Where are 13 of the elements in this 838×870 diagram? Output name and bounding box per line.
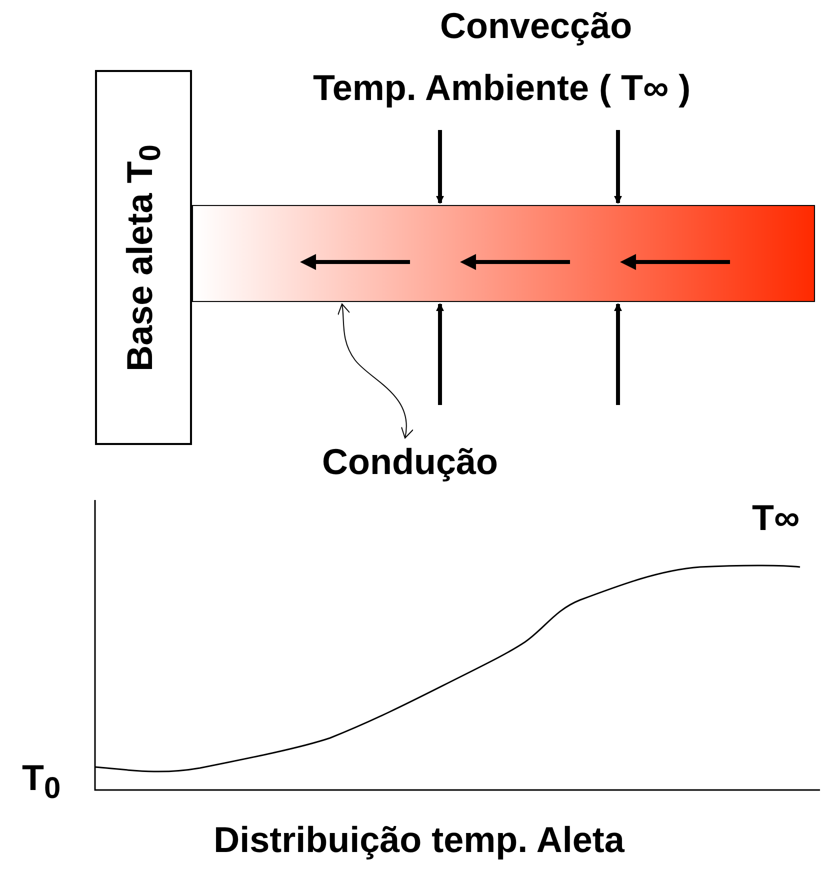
caption: Distribuição temp. Aleta bbox=[212, 822, 626, 858]
fin-bar bbox=[192, 205, 815, 302]
arrow bbox=[436, 130, 444, 204]
axis-label: T∞ bbox=[752, 500, 800, 536]
arrow bbox=[614, 130, 622, 204]
axis-label: T$_{0}$ bbox=[22, 760, 61, 804]
arrow bbox=[436, 303, 444, 405]
arrow bbox=[614, 303, 622, 405]
fin-base-box bbox=[95, 70, 192, 445]
conduction-label: Condução bbox=[321, 444, 499, 480]
leader-line bbox=[337, 304, 413, 438]
heading: Convecção bbox=[440, 8, 632, 44]
heading: Temp. Ambiente ( T∞ ) bbox=[313, 70, 691, 106]
